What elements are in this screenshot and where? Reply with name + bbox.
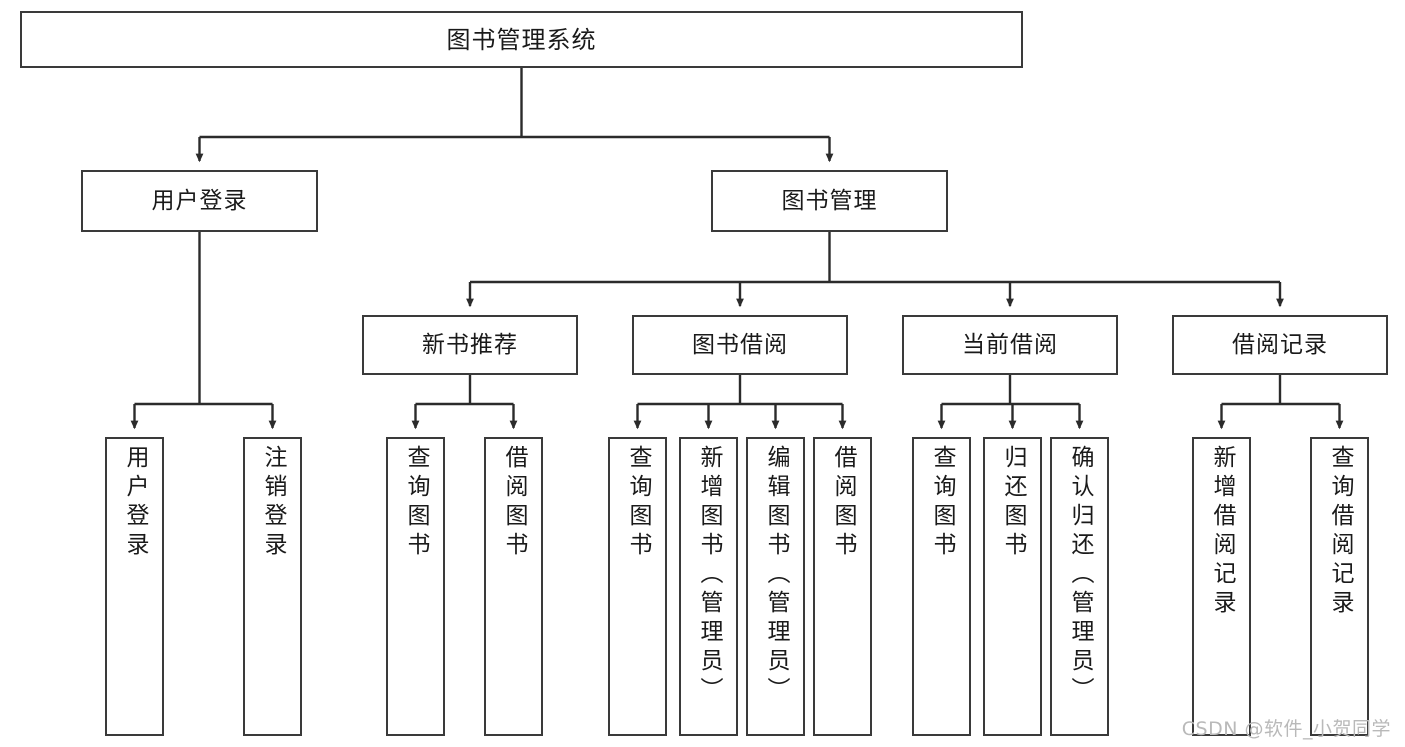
node-leaf-edit-book[interactable]: 编辑图书（管理员） xyxy=(746,437,805,736)
node-label: 归还图书 xyxy=(1000,445,1026,561)
node-label: 确认归还（管理员） xyxy=(1067,445,1093,706)
node-label: 图书管理系统 xyxy=(446,25,597,54)
node-leaf-user-logout[interactable]: 注销登录 xyxy=(243,437,302,736)
node-label: 借阅记录 xyxy=(1232,331,1328,358)
node-label: 借阅图书 xyxy=(501,445,527,561)
node-leaf-user-login[interactable]: 用户登录 xyxy=(105,437,164,736)
node-leaf-add-record[interactable]: 新增借阅记录 xyxy=(1192,437,1251,736)
node-label: 用户登录 xyxy=(122,445,148,561)
node-leaf-query-record[interactable]: 查询借阅记录 xyxy=(1310,437,1369,736)
node-leaf-borrow-book-1[interactable]: 借阅图书 xyxy=(484,437,543,736)
node-label: 查询图书 xyxy=(929,445,955,561)
node-leaf-return-book[interactable]: 归还图书 xyxy=(983,437,1042,736)
node-leaf-query-book-3[interactable]: 查询图书 xyxy=(912,437,971,736)
node-leaf-query-book-1[interactable]: 查询图书 xyxy=(386,437,445,736)
node-label: 新增借阅记录 xyxy=(1209,445,1235,619)
node-current[interactable]: 当前借阅 xyxy=(902,315,1118,375)
node-label: 查询图书 xyxy=(403,445,429,561)
node-records[interactable]: 借阅记录 xyxy=(1172,315,1388,375)
node-leaf-query-book-2[interactable]: 查询图书 xyxy=(608,437,667,736)
node-label: 借阅图书 xyxy=(830,445,856,561)
node-leaf-borrow-book-2[interactable]: 借阅图书 xyxy=(813,437,872,736)
node-leaf-confirm-return[interactable]: 确认归还（管理员） xyxy=(1050,437,1109,736)
node-label: 用户登录 xyxy=(151,187,248,214)
node-label: 编辑图书（管理员） xyxy=(763,445,789,706)
node-label: 新增图书（管理员） xyxy=(696,445,722,706)
watermark: CSDN @软件_小贺同学 xyxy=(1181,718,1391,740)
node-label: 新书推荐 xyxy=(422,331,518,358)
node-bookmgmt[interactable]: 图书管理 xyxy=(711,170,948,232)
node-label: 查询图书 xyxy=(625,445,651,561)
node-root[interactable]: 图书管理系统 xyxy=(20,11,1023,68)
node-label: 注销登录 xyxy=(260,445,286,561)
node-label: 查询借阅记录 xyxy=(1327,445,1353,619)
node-newbook[interactable]: 新书推荐 xyxy=(362,315,578,375)
node-leaf-add-book[interactable]: 新增图书（管理员） xyxy=(679,437,738,736)
node-label: 图书管理 xyxy=(781,187,878,214)
node-login[interactable]: 用户登录 xyxy=(81,170,318,232)
node-borrow[interactable]: 图书借阅 xyxy=(632,315,848,375)
node-label: 图书借阅 xyxy=(692,331,788,358)
node-label: 当前借阅 xyxy=(962,331,1058,358)
